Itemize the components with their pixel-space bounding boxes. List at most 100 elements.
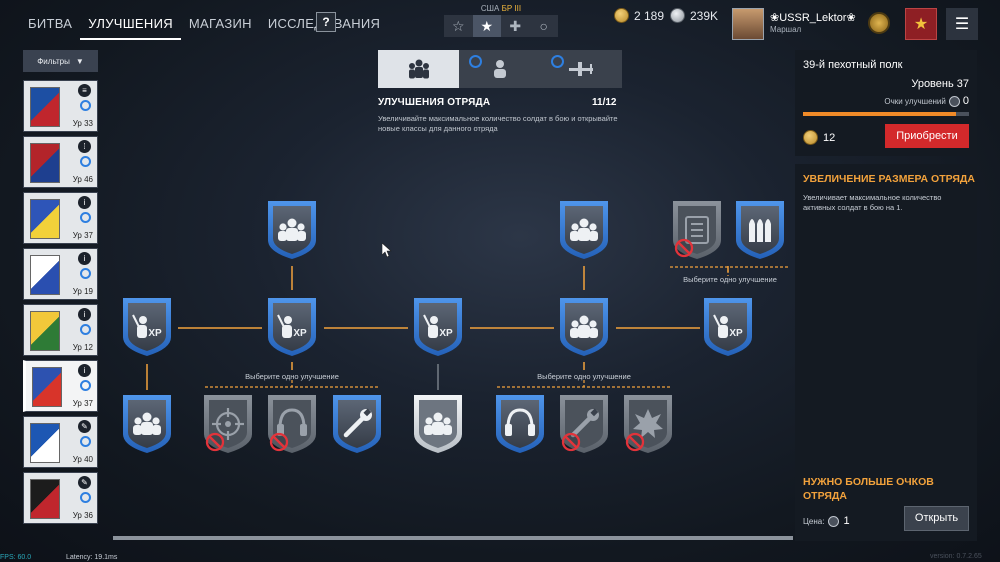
battle-rating: БР III — [501, 4, 522, 13]
ammo-icon — [749, 219, 771, 242]
open-button[interactable]: Открыть — [904, 506, 969, 531]
upgrade-points-value: 0 — [962, 95, 969, 107]
nation-name: США — [480, 4, 500, 13]
xp-icon: XP — [713, 314, 743, 339]
wrench-icon: ✎ — [78, 476, 91, 489]
tab-upgrades[interactable]: УЛУЧШЕНИЯ — [80, 12, 181, 40]
choose-one-label: Выберите одно улучшение — [245, 372, 339, 381]
explosive-upgrade-node[interactable] — [624, 395, 672, 453]
squad-emblem-icon — [30, 199, 60, 239]
info-icon: i — [78, 252, 91, 265]
squad-level: Уровень 37 — [911, 78, 969, 90]
svg-text:XP: XP — [293, 328, 307, 339]
star-outline-icon[interactable]: ☆ — [451, 17, 465, 34]
rank-medal-icon[interactable] — [868, 12, 890, 34]
cross-icon[interactable]: ✚ — [509, 17, 522, 34]
squad-item[interactable]: ⁞Ур 46 — [23, 136, 98, 188]
tab-shop[interactable]: МАГАЗИН — [188, 16, 252, 31]
upgrade-points: Очки улучшений 0 — [884, 95, 969, 107]
star-icon[interactable]: ★ — [472, 15, 501, 37]
repair-upgrade-node[interactable] — [560, 395, 608, 453]
soldiers-icon — [408, 59, 429, 79]
repair-upgrade-node[interactable] — [333, 395, 381, 453]
info-icon: i — [78, 308, 91, 321]
radio-upgrade-node[interactable] — [496, 395, 544, 453]
tab-squad-size[interactable] — [378, 50, 460, 88]
upgrades-title: УЛУЧШЕНИЯ ОТРЯДА — [378, 97, 491, 108]
soldiers-icon — [133, 412, 161, 435]
menu-button[interactable]: ☰ — [946, 8, 978, 40]
filters-label: Фильтры — [37, 56, 70, 66]
xp-icon: XP — [423, 314, 453, 339]
headset-icon — [505, 408, 535, 436]
horizontal-scrollbar[interactable] — [113, 536, 793, 540]
check-icon — [80, 436, 91, 447]
radio-upgrade-node[interactable] — [268, 395, 316, 453]
filters-button[interactable]: Фильтры ▼ — [23, 50, 98, 72]
xp-boost-node[interactable]: XP — [704, 298, 752, 356]
soldiers-icon — [570, 218, 598, 241]
tab-soldier-class[interactable] — [459, 50, 540, 88]
soldiers-icon — [424, 412, 452, 435]
forbidden-icon — [205, 432, 225, 452]
squad-emblem-icon — [30, 87, 60, 127]
price-label: Цена: — [803, 516, 825, 526]
squad-size-node[interactable] — [268, 201, 316, 259]
squad-level: Ур 12 — [72, 343, 93, 352]
funnel-icon: ▼ — [75, 56, 84, 66]
squad-item[interactable]: i Ур 19 — [23, 248, 98, 300]
squad-item[interactable]: i Ур 12 — [23, 304, 98, 356]
squad-size-node[interactable] — [560, 201, 608, 259]
upgrade-points-label: Очки улучшений — [884, 96, 946, 106]
choose-one-label: Выберите одно улучшение — [537, 372, 631, 381]
squad-emblem-icon — [30, 311, 60, 351]
xp-boost-node[interactable]: XP — [268, 298, 316, 356]
circle-icon[interactable]: ○ — [539, 18, 548, 34]
squad-info-panel: 39-й пехотный полк Уровень 37 Очки улучш… — [795, 50, 977, 156]
check-icon — [80, 380, 91, 391]
squad-item[interactable]: ✎Ур 40 — [23, 416, 98, 468]
squad-size-node[interactable] — [560, 298, 608, 356]
tab-battle[interactable]: БИТВА — [28, 16, 73, 31]
progress-fill — [803, 112, 956, 116]
tab-vehicle[interactable] — [541, 50, 622, 88]
wrench-icon: ✎ — [78, 420, 91, 433]
squad-item[interactable]: ✎ Ур 36 — [23, 472, 98, 524]
svg-text:XP: XP — [439, 328, 453, 339]
forbidden-icon — [674, 238, 694, 258]
price-value: 1 — [843, 515, 850, 527]
selected-squad-size-node[interactable] — [414, 395, 462, 453]
help-button[interactable]: ? — [316, 12, 336, 32]
svg-text:XP: XP — [148, 328, 162, 339]
squad-level: Ур 37 — [72, 231, 93, 240]
squad-level: Ур 36 — [72, 511, 93, 520]
list-upgrade-node[interactable] — [673, 201, 721, 259]
squad-level: Ур 33 — [72, 119, 93, 128]
buy-button[interactable]: Приобрести — [885, 124, 969, 148]
gold-coin-icon — [803, 130, 818, 145]
choose-one-label: Выберите одно улучшение — [683, 275, 777, 284]
gold-amount: 2 189 — [634, 8, 665, 23]
check-icon — [469, 55, 483, 68]
star-emblem-button[interactable]: ★ — [905, 8, 937, 40]
ammo-upgrade-node[interactable] — [736, 201, 784, 259]
squad-size-node[interactable] — [123, 395, 171, 453]
xp-boost-node[interactable]: XP — [414, 298, 462, 356]
user-name: ❀USSR_Lektor❀ — [770, 12, 856, 24]
avatar[interactable] — [732, 8, 764, 40]
list-icon: ≡ — [78, 84, 91, 97]
aim-upgrade-node[interactable] — [204, 395, 252, 453]
forbidden-icon — [269, 432, 289, 452]
xp-boost-node[interactable]: XP — [123, 298, 171, 356]
squad-level: Ур 19 — [72, 287, 93, 296]
version-label: version: 0.7.2.65 — [930, 553, 982, 560]
squad-item[interactable]: ≡ Ур 33 — [23, 80, 98, 132]
nation-label: США БР III — [444, 4, 558, 13]
upgrades-description: Увеличивайте максимальное количество сол… — [378, 114, 618, 133]
mode-selector: ☆ ★ ✚ ○ — [444, 15, 558, 37]
check-icon — [80, 492, 91, 503]
